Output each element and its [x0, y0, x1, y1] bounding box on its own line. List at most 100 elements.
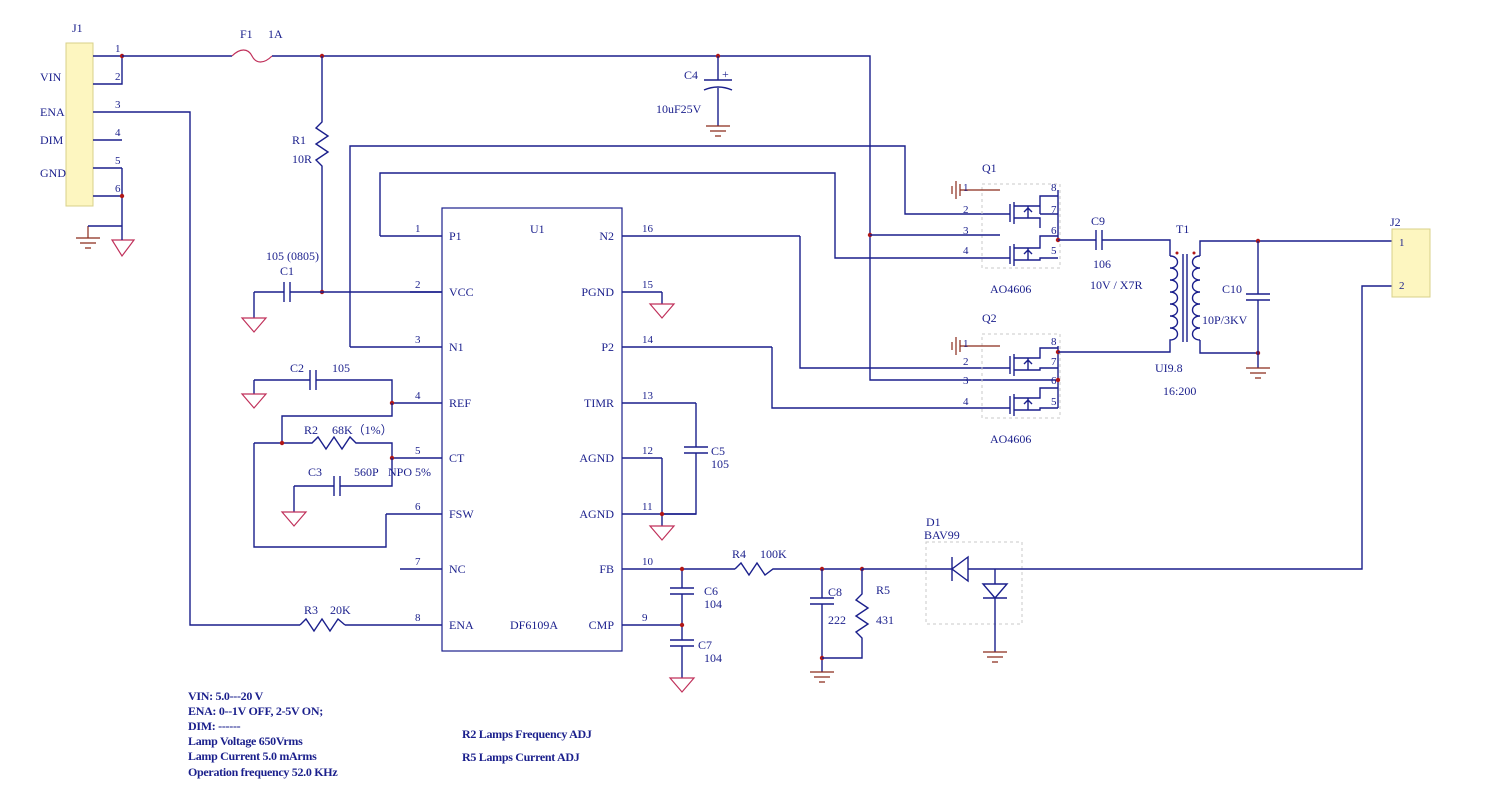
u1-pin-7-num: 7: [415, 556, 421, 568]
ground-symbol-agnd: [648, 525, 676, 541]
fuse-f1-symbol: [231, 49, 273, 63]
r4-value: 100K: [760, 547, 787, 561]
c5-value: 105: [711, 457, 729, 471]
j1-signal-ena: ENA: [40, 105, 65, 119]
r1-ref: R1: [292, 133, 306, 147]
u1-pin-6-name: FSW: [449, 507, 474, 521]
q1-pin-4: 4: [963, 245, 969, 257]
j1-pin-1: 1: [115, 43, 121, 55]
j1-signal-gnd: GND: [40, 166, 66, 180]
j1-pin-6: 6: [115, 183, 121, 195]
diode-d1: D1 BAV99: [862, 285, 1392, 663]
j2-ref: J2: [1390, 215, 1401, 229]
u1-pin-12-name: AGND: [579, 451, 614, 465]
u1-pin-14-num: 14: [642, 334, 654, 346]
u1-pin-16-name: N2: [599, 229, 614, 243]
j1-ref: J1: [72, 21, 83, 35]
ground-symbol-pgnd: [648, 303, 676, 319]
note-dim: DIM: ------: [188, 719, 241, 733]
c3-value: 560P: [354, 465, 379, 479]
u1-pin-1-name: P1: [449, 229, 462, 243]
note-operation-frequency: Operation frequency 52.0 KHz: [188, 765, 338, 779]
u1-ref: U1: [530, 222, 545, 236]
r2-value: 68K（1%）: [332, 423, 393, 437]
note-vin: VIN: 5.0---20 V: [188, 689, 264, 703]
u1-pin-5-num: 5: [415, 445, 421, 457]
capacitor-c4: + C4 10uF25V: [656, 56, 733, 137]
ground-symbol-j1b: [110, 239, 136, 258]
j2-pin-2: 2: [1399, 280, 1405, 292]
c2-value: 105: [332, 361, 350, 375]
c1-value: 105 (0805): [266, 249, 319, 263]
resistor-r5: R5 431: [822, 569, 894, 659]
q2-pin-7: 7: [1051, 356, 1057, 368]
u1-pin-10-num: 10: [642, 556, 654, 568]
u1-pin-10-name: FB: [599, 562, 614, 576]
r3-value: 20K: [330, 603, 351, 617]
transformer-t1: T1 UI9.8 16:200: [1058, 222, 1392, 398]
c7-ref: C7: [698, 638, 712, 652]
c1-ref: C1: [280, 264, 294, 278]
q1-pin-2: 2: [963, 204, 969, 216]
c8-ref: C8: [828, 585, 842, 599]
t1-ratio: 16:200: [1163, 384, 1196, 398]
u1-pin-4-name: REF: [449, 396, 471, 410]
c3-extra: NPO 5%: [388, 465, 431, 479]
c9-value: 106: [1093, 257, 1111, 271]
c4-ref: C4: [684, 68, 698, 82]
u1-pin-9-num: 9: [642, 612, 648, 624]
notes-left: VIN: 5.0---20 V ENA: 0--1V OFF, 2-5V ON;…: [188, 689, 339, 779]
u1-pin-11-name: AGND: [579, 507, 614, 521]
c6-value: 104: [704, 597, 722, 611]
q1-pin-8: 8: [1051, 182, 1057, 194]
q2-pin-6: 6: [1051, 375, 1057, 387]
c8-value: 222: [828, 613, 846, 627]
u1-pin-13-num: 13: [642, 390, 654, 402]
ic-u1: U1 DF6109A 1 2 3 4 5 6 7 8 P1 VCC N1 REF…: [345, 207, 800, 652]
r4-ref: R4: [732, 547, 746, 561]
note-r2-adj: R2 Lamps Frequency ADJ: [462, 727, 592, 741]
q1-pin-7: 7: [1051, 204, 1057, 216]
q2-pin-3: 3: [963, 375, 969, 387]
capacitor-c10: C10 10P/3KV: [1202, 241, 1270, 379]
u1-pin-1-num: 1: [415, 223, 421, 235]
ground-symbol-j1a: [76, 225, 122, 249]
u1-pin-3-name: N1: [449, 340, 464, 354]
q1-part: AO4606: [990, 282, 1031, 296]
u1-pin-15-num: 15: [642, 279, 654, 291]
r5-value: 431: [876, 613, 894, 627]
u1-pin-12-num: 12: [642, 445, 653, 457]
j1-signal-dim: DIM: [40, 133, 64, 147]
note-lamp-current: Lamp Current 5.0 mArms: [188, 749, 317, 763]
j2-pin-1: 1: [1399, 237, 1405, 249]
t1-ref: T1: [1176, 222, 1189, 236]
t1-part: UI9.8: [1155, 361, 1183, 375]
connector-j2: J2 1 2: [1390, 215, 1431, 298]
c4-value: 10uF25V: [656, 102, 702, 116]
j1-pin-5: 5: [115, 155, 121, 167]
q2-pin-8: 8: [1051, 336, 1057, 348]
q2-pin-4: 4: [963, 396, 969, 408]
u1-pin-14-name: P2: [601, 340, 614, 354]
j1-signal-vin: VIN: [40, 70, 62, 84]
u1-pin-4-num: 4: [415, 390, 421, 402]
resistor-r2: R2 68K（1%）: [254, 403, 393, 458]
c2-ref: C2: [290, 361, 304, 375]
d1-ref: D1: [926, 515, 941, 529]
u1-pin-7-name: NC: [449, 562, 466, 576]
resistor-r3: R3 20K: [299, 603, 351, 633]
resistor-r1: R1 10R: [292, 56, 330, 292]
q1-pin-1: 1: [963, 182, 969, 194]
capacitor-c3: C3 560P NPO 5%: [280, 458, 431, 527]
mosfet-q1: Q1 AO4606 1 2 3 4 8 7 6 5: [870, 161, 1061, 296]
u1-pin-13-name: TIMR: [584, 396, 614, 410]
note-r5-adj: R5 Lamps Current ADJ: [462, 750, 580, 764]
fuse-f1-ref: F1: [240, 27, 253, 41]
r1-value: 10R: [292, 152, 312, 166]
u1-pin-3-num: 3: [415, 334, 421, 346]
mosfet-q2: Q2 AO4606 1 2 3 4 8 7 6 5: [951, 311, 1061, 446]
c3-ref: C3: [308, 465, 322, 479]
u1-pin-15-name: PGND: [581, 285, 614, 299]
q2-pin-2: 2: [963, 356, 969, 368]
